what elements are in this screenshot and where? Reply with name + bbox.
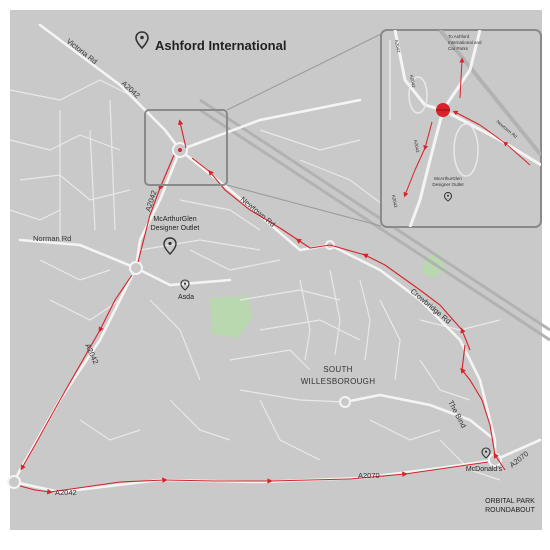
inset-road-d: A2042 (391, 194, 398, 208)
location-pin-icon (163, 237, 177, 255)
roundabout-label-line1: ORBITAL PARK (485, 498, 535, 505)
asda-label: Asda (178, 294, 194, 301)
road-label-norman: Norman Rd (33, 234, 71, 243)
route-arrow-icon (119, 477, 168, 483)
location-pin-icon (135, 31, 149, 50)
route-arrow-icon (295, 238, 331, 249)
route-arrow-icon (34, 488, 53, 495)
map-title: Ashford International (155, 38, 286, 53)
route-arrow-icon (177, 119, 187, 149)
route-arrow-icon (362, 253, 421, 291)
inset-to-line2: International and (448, 40, 482, 45)
inset-to-line3: Car Parks (448, 46, 469, 51)
inset-road-c: A2042 (413, 139, 420, 153)
road-label-a2042-bottom: A2042 (55, 488, 77, 497)
inset-to-line1: To Ashford (448, 34, 470, 39)
location-pin-icon (481, 447, 491, 459)
inset-connector (226, 33, 382, 227)
route-arrow-icon (460, 367, 483, 401)
roundabout-marker-icon (129, 261, 143, 275)
roundabout-label-line2: ROUNDABOUT (485, 507, 536, 514)
title-group: Ashford International (135, 31, 286, 53)
roundabouts (7, 142, 502, 489)
rail-line (199, 98, 550, 342)
road-label-a2070-bottom: A2070 (358, 471, 380, 480)
roundabout-marker-icon (339, 396, 351, 408)
minor-roads (9, 79, 501, 481)
station-marker (178, 148, 182, 152)
outlet-label-line1: McArthurGlen (153, 216, 196, 223)
route-arrow-icon (158, 154, 175, 191)
area-label-line1: SOUTH (323, 365, 353, 374)
route-arrow-icon (20, 399, 61, 471)
inset-road-b: A2042 (409, 74, 416, 88)
outlet-label-line2: Designer Outlet (151, 225, 200, 232)
route-arrow-icon (493, 452, 506, 471)
location-pin-icon (443, 191, 453, 202)
location-pin-icon (180, 279, 190, 291)
inset-road-a: A2042 (394, 39, 401, 53)
inset-outlet-line2: Designer Outlet (432, 182, 464, 187)
route-arrow-icon (98, 274, 133, 333)
area-label-line2: WILLESBOROUGH (301, 377, 376, 386)
inset-outlet-line1: McArthurGlen (434, 176, 462, 181)
roundabout-marker-icon (7, 475, 21, 489)
route-arrow-icon (460, 327, 471, 351)
inset-map: To Ashford International and Car Parks A… (380, 29, 542, 228)
route-arrow-icon (208, 169, 281, 229)
focus-box (144, 109, 228, 186)
route-arrow-icon (349, 471, 408, 480)
mcdonalds-label: McDonald's (466, 466, 503, 473)
route-line (19, 119, 506, 495)
